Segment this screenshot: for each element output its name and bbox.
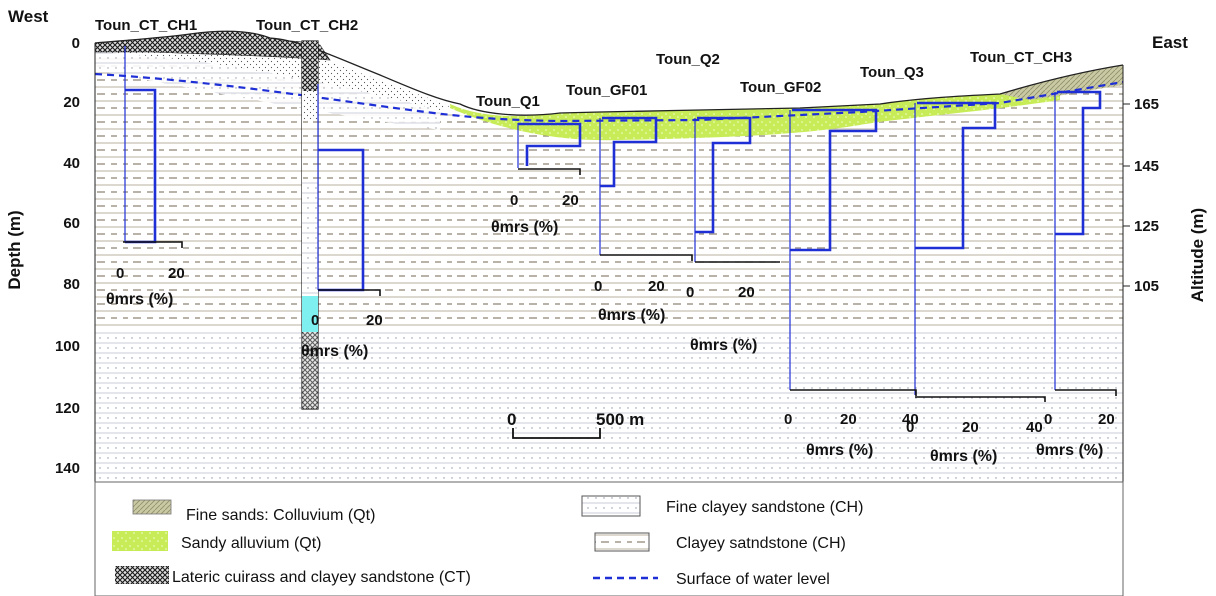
borehole-topsoil [302, 91, 318, 121]
profile-tick: 0 [784, 411, 792, 428]
profile-unit: θmrs (%) [1036, 442, 1103, 459]
profile-curve [518, 122, 582, 166]
profile-curve [600, 116, 658, 188]
legend-label: Fine sands: Colluvium (Qt) [186, 507, 375, 524]
depth-tick: 80 [63, 276, 80, 293]
well-name: Toun_Q2 [656, 51, 720, 68]
profile-tick: 0 [686, 284, 694, 301]
legend-swatch-alluvium [112, 531, 168, 551]
depth-tick: 20 [63, 94, 80, 111]
profile-tick: 20 [840, 411, 857, 428]
altitude-axis-label: Altitude (m) [1188, 208, 1207, 302]
depth-tick: 120 [55, 400, 80, 417]
profile-tick: 20 [366, 312, 383, 329]
profile-tick: 20 [962, 419, 979, 436]
well-name: Toun_CT_CH1 [95, 17, 197, 34]
profile-tick: 0 [116, 265, 124, 282]
profile-tick: 0 [594, 278, 602, 295]
legend-label: Fine clayey sandstone (CH) [666, 499, 863, 516]
alluvium-layer [450, 86, 1060, 141]
profile-tick: 20 [1098, 411, 1115, 428]
profile-tick: 20 [168, 265, 185, 282]
legend-swatch-colluvium [132, 499, 172, 515]
profile-tick: 0 [311, 312, 319, 329]
altitude-tick: 105 [1134, 278, 1159, 295]
profile-tick: 40 [1026, 419, 1043, 436]
legend-label: Surface of water level [676, 571, 830, 588]
ground-surface-line [94, 30, 1124, 116]
profile-labels: 0 20 θmrs (%) 0 20 θmrs (%) 0 20 θmrs (%… [106, 192, 1115, 465]
profile-tick: 20 [648, 278, 665, 295]
well-name: Toun_Q1 [476, 93, 540, 110]
scale-bar: 0 500 m [507, 410, 644, 439]
depth-tick: 140 [55, 460, 80, 477]
borehole-aquifer-band [302, 296, 318, 332]
profile-unit: θmrs (%) [598, 307, 665, 324]
west-label: West [8, 7, 49, 26]
depth-tick: 0 [72, 35, 80, 52]
fine-clayey-sandstone-layer [95, 330, 1123, 482]
well-name: Toun_CT_CH2 [256, 17, 358, 34]
borehole-fine-clayey [302, 181, 318, 296]
profile-unit: θmrs (%) [106, 291, 173, 308]
geology-section [94, 30, 1124, 482]
profile-tick: 0 [906, 419, 914, 436]
altitude-axis: 165 145 125 105 Altitude (m) [1122, 65, 1207, 482]
east-label: East [1152, 33, 1188, 52]
well-name: Toun_Q3 [860, 64, 924, 81]
profile-tick: 0 [510, 192, 518, 209]
scale-zero: 0 [507, 410, 516, 429]
profile-tick: 40 [902, 411, 919, 428]
legend-label: Clayey satndstone (CH) [676, 535, 846, 552]
well-name: Toun_CT_CH3 [970, 49, 1072, 66]
depth-axis-label: Depth (m) [5, 210, 24, 289]
profile-tick: 20 [738, 284, 755, 301]
legend-label: Sandy alluvium (Qt) [181, 535, 322, 552]
legend: Fine sands: Colluvium (Qt) Sandy alluviu… [94, 481, 1124, 596]
profile-tick: 0 [1044, 411, 1052, 428]
colluvium-layer [1000, 65, 1123, 100]
scale-length: 500 m [596, 410, 644, 429]
legend-swatch-clayey [594, 532, 650, 552]
legend-label: Lateric cuirass and clayey sandstone (CT… [172, 569, 471, 586]
depth-tick: 40 [63, 155, 80, 172]
legend-swatch-fine-clayey [581, 495, 641, 517]
water-level-line [94, 72, 1124, 123]
well-name: Toun_GF01 [566, 82, 647, 99]
borehole-cuirass [302, 41, 318, 91]
depth-axis: 0 20 40 60 80 100 120 140 Depth (m) [5, 35, 96, 482]
profile-axes [123, 168, 1117, 402]
profile-curve [790, 108, 878, 252]
profile-unit: θmrs (%) [301, 343, 368, 360]
profile-unit: θmrs (%) [930, 448, 997, 465]
altitude-tick: 165 [1134, 96, 1159, 113]
profile-curve [915, 101, 997, 250]
profile-curve [1055, 90, 1102, 236]
well-name: Toun_GF02 [740, 79, 821, 96]
depth-tick: 100 [55, 338, 80, 355]
profile-unit: θmrs (%) [491, 219, 558, 236]
profile-curve [695, 116, 752, 234]
borehole-clayey [302, 121, 318, 181]
profile-unit: θmrs (%) [690, 337, 757, 354]
topsoil-layer [95, 48, 450, 110]
altitude-tick: 145 [1134, 158, 1159, 175]
depth-tick: 60 [63, 215, 80, 232]
borehole-lower [302, 332, 318, 409]
altitude-tick: 125 [1134, 218, 1159, 235]
well-names: Toun_CT_CH1 Toun_CT_CH2 Toun_Q1 Toun_GF0… [95, 17, 1072, 110]
profile-tick: 20 [562, 192, 579, 209]
legend-swatch-cuirass [115, 566, 169, 584]
profile-unit: θmrs (%) [806, 442, 873, 459]
